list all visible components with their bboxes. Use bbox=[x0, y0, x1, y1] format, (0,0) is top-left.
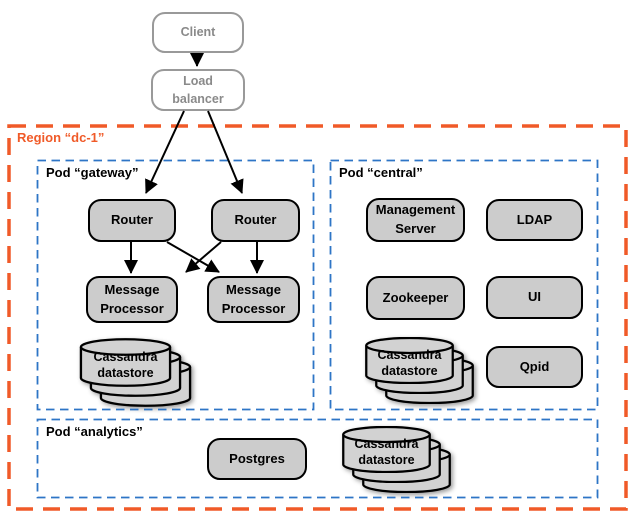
qpid-node: Qpid bbox=[486, 346, 583, 388]
postgres-node: Postgres bbox=[207, 438, 307, 480]
pod-central-label: Pod “central” bbox=[339, 165, 423, 180]
ldap-node: LDAP bbox=[486, 199, 583, 241]
load-balancer-node: Load balancer bbox=[151, 69, 245, 111]
message-processor-1-node: Message Processor bbox=[86, 276, 178, 323]
router-1-node: Router bbox=[88, 199, 176, 242]
message-processor-2-node: Message Processor bbox=[207, 276, 300, 323]
arrow-router2-to-mp1 bbox=[185, 241, 222, 273]
router-2-node: Router bbox=[211, 199, 300, 242]
cassandra-central-label: Cassandra datastore bbox=[377, 348, 442, 378]
pod-gateway-label: Pod “gateway” bbox=[46, 165, 139, 180]
arrow-loadbalancer-to-router1 bbox=[145, 110, 185, 194]
ui-node: UI bbox=[486, 276, 583, 319]
arrow-loadbalancer-to-router2 bbox=[207, 110, 244, 194]
cassandra-analytics-label: Cassandra datastore bbox=[354, 437, 419, 467]
client-node: Client bbox=[152, 12, 244, 53]
pod-analytics-label: Pod “analytics” bbox=[46, 424, 143, 439]
region-dc1-label: Region “dc-1” bbox=[17, 130, 105, 145]
arrow-router1-to-mp2 bbox=[166, 241, 220, 273]
management-server-node: Management Server bbox=[366, 198, 465, 242]
zookeeper-node: Zookeeper bbox=[366, 276, 465, 320]
cassandra-gateway-label: Cassandra datastore bbox=[93, 350, 158, 380]
